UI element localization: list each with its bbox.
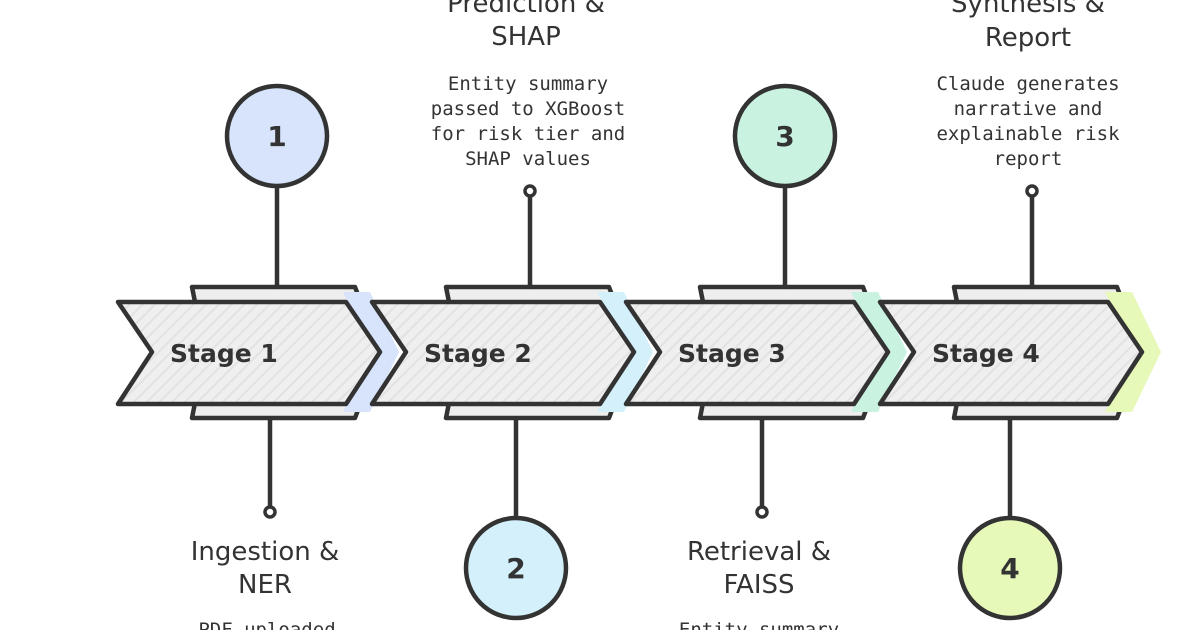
- stage-2-desc-line-3: for risk tier and: [431, 123, 625, 145]
- stage-1-title-line-1: Ingestion &: [191, 537, 340, 567]
- stage-4-desc-line-4: report: [994, 148, 1063, 170]
- stage-1-number-badge: [224, 83, 330, 189]
- stage-3-chevron: [623, 299, 891, 407]
- accent-edges: [343, 292, 1161, 412]
- stage-1-desc-line-1: PDF uploaded: [198, 619, 335, 630]
- stage-1-number: 1: [267, 120, 286, 153]
- stage-2-title-line-2: SHAP: [491, 22, 561, 52]
- stage-3-title-line-2: FAISS: [723, 570, 794, 600]
- stage-4-title-line-1: Synthesis &: [951, 0, 1105, 19]
- stage-4-desc-line-2: narrative and: [954, 98, 1103, 120]
- stage-3-label: Stage 3: [678, 339, 786, 368]
- stage-1-connector-dot: [263, 505, 277, 519]
- stage-4-number-badge: [957, 515, 1063, 621]
- stage-2-accent-edge: [597, 292, 653, 412]
- stage-4-title-line-2: Report: [985, 23, 1071, 53]
- stage-3-title-line-1: Retrieval &: [687, 537, 831, 567]
- stage-2-desc-line-1: Entity summary: [448, 73, 608, 95]
- front-chevrons: [115, 299, 1145, 407]
- stage-4-number: 4: [1000, 552, 1019, 585]
- stage-2-desc-line-4: SHAP values: [465, 148, 591, 170]
- stage-3-number-badge: [732, 83, 838, 189]
- stage-3-accent-edge: [851, 292, 907, 412]
- stage-3-desc-line-1: Entity summary: [679, 619, 839, 630]
- stage-2-desc-line-2: passed to XGBoost: [431, 98, 625, 120]
- stage-descriptions: Entity summary passed to XGBoost for ris…: [198, 73, 1120, 630]
- stage-titles: Prediction & SHAP Synthesis & Report Ing…: [191, 0, 1105, 600]
- stage-4-connector-dot: [1025, 184, 1039, 198]
- stage-1-chevron: [115, 299, 383, 407]
- stage-4-label: Stage 4: [932, 339, 1040, 368]
- stage-labels: Stage 1 Stage 2 Stage 3 Stage 4: [170, 339, 1040, 368]
- stage-1-accent-edge: [343, 292, 399, 412]
- stage-2-title-line-1: Prediction &: [447, 0, 605, 19]
- stage-4-chevron: [877, 299, 1145, 407]
- connectors: [263, 183, 1039, 521]
- stage-2-chevron: [369, 299, 637, 407]
- stage-3-connector-dot: [755, 505, 769, 519]
- stage-2-number: 2: [506, 552, 525, 585]
- stage-2-number-badge: [463, 515, 569, 621]
- stage-1-title-line-2: NER: [238, 570, 292, 600]
- stage-2-label: Stage 2: [424, 339, 532, 368]
- stage-2-connector-dot: [523, 184, 537, 198]
- stage-3-number: 3: [775, 120, 794, 153]
- stage-4-accent-edge: [1105, 292, 1161, 412]
- stage-4-desc-line-3: explainable risk: [936, 123, 1120, 145]
- stage-4-desc-line-1: Claude generates: [936, 73, 1119, 95]
- stage-1-label: Stage 1: [170, 339, 278, 368]
- number-circles: 1 2 3 4: [224, 83, 1063, 621]
